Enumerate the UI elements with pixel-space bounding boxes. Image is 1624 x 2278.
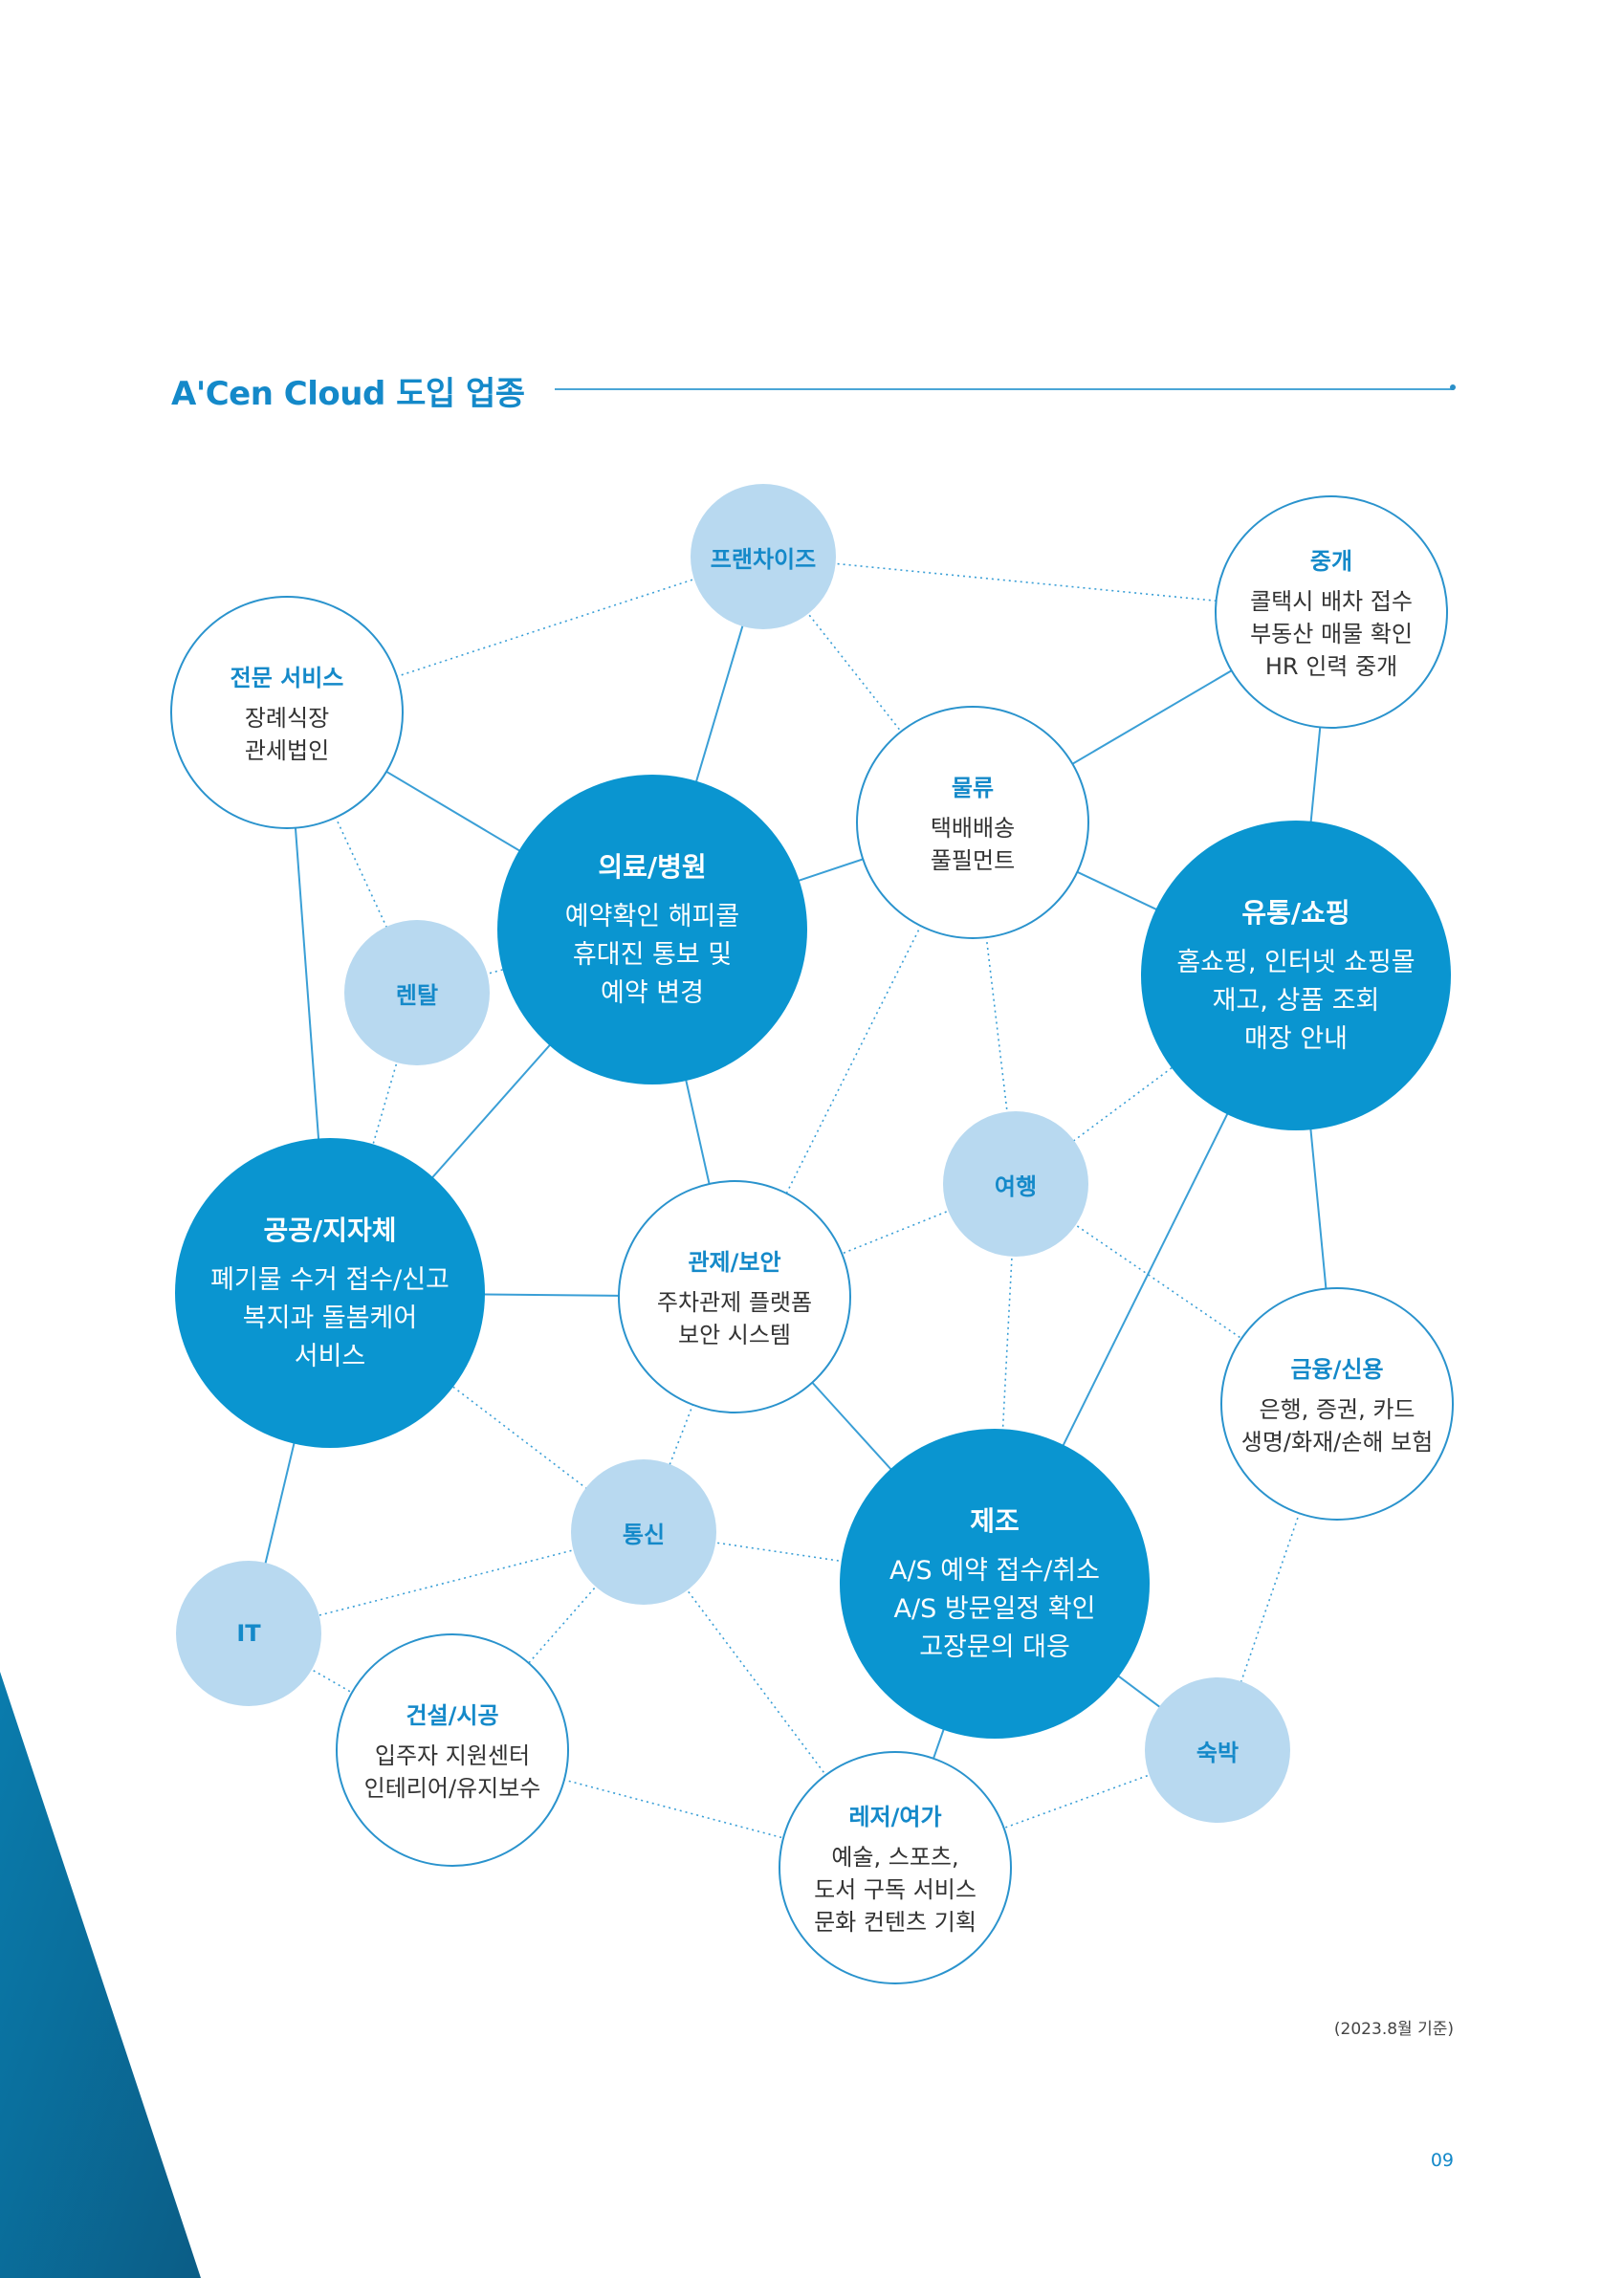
node-description-line: 서비스 bbox=[294, 1342, 366, 1371]
node-description-line: 휴대진 통보 및 bbox=[572, 940, 733, 970]
node-title: 유통/쇼핑 bbox=[1241, 897, 1350, 929]
title-rule-dot bbox=[1450, 384, 1456, 390]
node-description-line: 은행, 증권, 카드 bbox=[1259, 1395, 1416, 1423]
node-title: 여행 bbox=[994, 1172, 1038, 1200]
node-description-line: 콜택시 배차 접수 bbox=[1250, 587, 1413, 615]
node-title: 공공/지자체 bbox=[263, 1215, 397, 1246]
node-description-line: 예약확인 해피콜 bbox=[564, 902, 740, 931]
node-description-line: 도서 구독 서비스 bbox=[814, 1875, 977, 1903]
node-title: 관제/보안 bbox=[688, 1248, 781, 1276]
node-it: IT bbox=[176, 1561, 321, 1706]
node-description-line: 재고, 상품 조회 bbox=[1212, 986, 1380, 1016]
node-title: 프랜차이즈 bbox=[710, 545, 817, 573]
node-travel: 여행 bbox=[943, 1111, 1088, 1257]
node-lodging: 숙박 bbox=[1145, 1677, 1290, 1823]
node-title: 레저/여가 bbox=[848, 1803, 942, 1830]
section-title: A'Cen Cloud 도입 업종 bbox=[171, 375, 525, 413]
node-title: 숙박 bbox=[1196, 1739, 1240, 1766]
node-title: IT bbox=[236, 1620, 261, 1647]
date-footnote: (2023.8월 기준) bbox=[1333, 2020, 1454, 2039]
node-title: 통신 bbox=[622, 1521, 666, 1548]
node-title: 렌탈 bbox=[395, 981, 439, 1009]
node-description-line: 입주자 지원센터 bbox=[374, 1741, 531, 1769]
node-telecom: 통신 bbox=[571, 1459, 716, 1605]
node-franchise: 프랜차이즈 bbox=[691, 484, 836, 629]
node-description-line: 부동산 매물 확인 bbox=[1250, 620, 1413, 647]
node-description-line: 홈쇼핑, 인터넷 쇼핑몰 bbox=[1176, 948, 1416, 977]
node-description-line: 복지과 돌봄케어 bbox=[242, 1303, 418, 1333]
node-description-line: 매장 안내 bbox=[1244, 1024, 1348, 1054]
node-description-line: 문화 컨텐츠 기획 bbox=[814, 1908, 977, 1936]
node-description-line: A/S 예약 접수/취소 bbox=[889, 1556, 1100, 1586]
node-description-line: 주차관제 플랫폼 bbox=[656, 1288, 813, 1316]
node-title: 제조 bbox=[970, 1505, 1020, 1537]
title-rule bbox=[555, 388, 1454, 390]
node-description-line: 택배배송 bbox=[930, 814, 1016, 842]
node-title: 전문 서비스 bbox=[230, 664, 344, 691]
node-rental: 렌탈 bbox=[344, 920, 490, 1065]
node-title: 중개 bbox=[1309, 547, 1353, 575]
node-description-line: 보안 시스템 bbox=[677, 1321, 792, 1348]
node-description-line: 인테리어/유지보수 bbox=[363, 1774, 541, 1802]
node-description-line: 예술, 스포츠, bbox=[831, 1843, 959, 1871]
node-description-line: 풀필먼트 bbox=[930, 846, 1016, 874]
node-description-line: A/S 방문일정 확인 bbox=[893, 1594, 1096, 1624]
node-title: 건설/시공 bbox=[406, 1701, 499, 1729]
node-title: 물류 bbox=[951, 774, 995, 801]
node-description-line: 예약 변경 bbox=[601, 978, 704, 1008]
node-description-line: 폐기물 수거 접수/신고 bbox=[210, 1265, 450, 1295]
page-number: 09 bbox=[1430, 2150, 1454, 2171]
node-title: 의료/병원 bbox=[598, 851, 707, 883]
node-description-line: 장례식장 bbox=[244, 704, 330, 732]
node-description-line: 고장문의 대응 bbox=[919, 1632, 1070, 1662]
node-description-line: 관세법인 bbox=[244, 736, 330, 764]
node-title: 금융/신용 bbox=[1290, 1355, 1384, 1383]
node-description-line: HR 인력 중개 bbox=[1264, 652, 1398, 680]
node-description-line: 생명/화재/손해 보험 bbox=[1240, 1428, 1434, 1456]
